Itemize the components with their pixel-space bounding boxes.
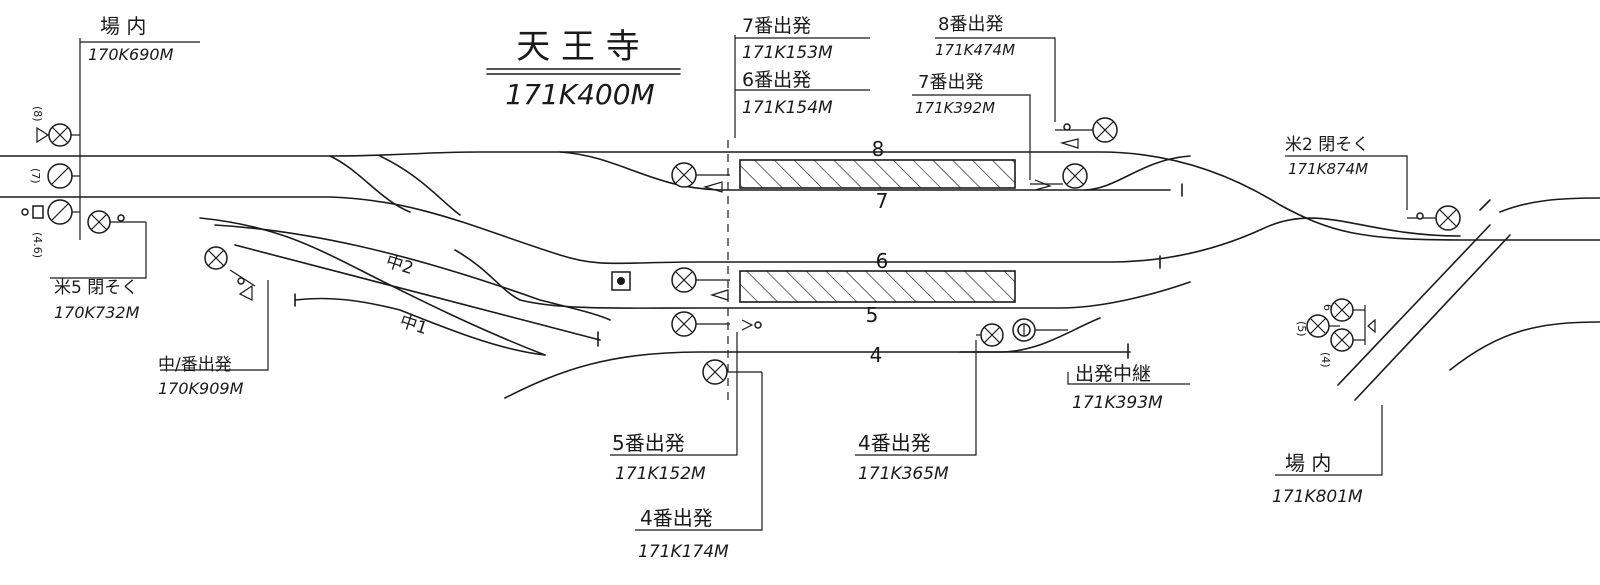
label-km: 171K474M [935, 41, 1015, 59]
label-dep8: 8番出発 171K474M [935, 14, 1015, 59]
label-km: 171K365M [858, 464, 949, 484]
label-name: 米2 閉そく [1285, 135, 1369, 155]
track-number-4: 4 [870, 343, 883, 367]
label-km: 171K874M [1288, 160, 1368, 178]
label-name: 米5 閉そく [54, 278, 138, 298]
label-km: 170K690M [88, 45, 174, 64]
station-name: 天 王 寺 [516, 27, 640, 67]
siding-label-naka1: 中1 [397, 311, 430, 339]
label-dep7b: 7番出発 171K392M [915, 72, 995, 117]
track-number-5: 5 [866, 303, 879, 327]
label-dep7: 7番出発 171K153M [735, 15, 870, 63]
label-name: 4番出発 [858, 431, 931, 455]
label-km: 171K152M [615, 464, 706, 484]
siding-label-naka2: 中2 [383, 251, 416, 279]
signal-dep4b [976, 318, 1068, 347]
signal-mark-46: (4.6) [31, 232, 44, 258]
label-dep5: 5番出発 171K152M [612, 431, 706, 484]
signal-right-cluster [1306, 298, 1376, 352]
signal-mark-8: (8) [31, 106, 44, 122]
label-name: 場 内 [1285, 451, 1331, 475]
label-name: 4番出発 [640, 506, 713, 530]
label-naka1: 中/番出発 170K909M [158, 355, 244, 398]
signal-left-8 [36, 123, 80, 147]
label-km: 170K732M [54, 303, 140, 322]
station-title: 天 王 寺 171K400M [486, 27, 681, 111]
platform-upper [739, 159, 1016, 189]
label-enpo2: 米2 閉そく 171K874M [1285, 135, 1369, 178]
label-jonai-right: 場 内 171K801M [1272, 451, 1363, 507]
label-km: 171K801M [1272, 487, 1363, 507]
leader-lines [50, 35, 1408, 531]
label-km: 171K393M [1072, 393, 1163, 413]
signal-left-46 [21, 199, 80, 225]
label-name: 6番出発 [742, 69, 811, 91]
signal-mark-6: 6 [1321, 304, 1334, 311]
signal-dep8 [1055, 117, 1118, 149]
signal-dep5 [671, 311, 762, 337]
label-dep6: 6番出発 171K154M [742, 69, 833, 118]
signal-left-7 [47, 163, 80, 189]
signal-enpo2 [1407, 205, 1461, 231]
label-dep4b: 4番出発 171K365M [858, 431, 949, 484]
signal-dep7b [1030, 163, 1088, 191]
label-km: 170K909M [158, 379, 244, 398]
label-name: 7番出発 [742, 15, 811, 37]
label-dep4a: 4番出発 171K174M [638, 506, 729, 562]
label-km: 171K174M [638, 542, 729, 562]
label-name: 出発中継 [1075, 363, 1151, 385]
label-name: 場 内 [100, 14, 146, 38]
signal-enpo5 [87, 210, 146, 234]
signal-naka1 [204, 246, 256, 301]
label-km: 171K392M [915, 99, 995, 117]
label-km: 171K154M [742, 98, 833, 118]
label-name: 5番出発 [612, 431, 685, 455]
label-jonai-left: 場 内 170K690M [80, 14, 200, 64]
platform-lower [739, 270, 1016, 303]
label-relay: 出発中継 171K393M [1072, 363, 1163, 413]
signal-dep6 [611, 267, 730, 301]
track-number-8: 8 [872, 137, 885, 161]
label-enpo5: 米5 閉そく 170K732M [54, 278, 140, 322]
signal-mark-5: (5) [1295, 321, 1308, 337]
signal-mark-4: (4) [1319, 352, 1332, 368]
label-name: 7番出発 [918, 72, 983, 93]
station-km: 171K400M [505, 78, 654, 111]
track-number-7: 7 [876, 189, 889, 213]
signals: (8) (7) (4.6) [21, 106, 1461, 385]
label-name: 中/番出発 [158, 355, 232, 375]
signal-dep7 [671, 162, 730, 193]
signal-mark-7: (7) [29, 168, 42, 184]
label-km: 171K153M [742, 43, 833, 63]
label-name: 8番出発 [938, 14, 1003, 35]
track-lines [0, 140, 1600, 401]
signal-dep4a [702, 359, 762, 385]
track-number-6: 6 [876, 249, 889, 273]
